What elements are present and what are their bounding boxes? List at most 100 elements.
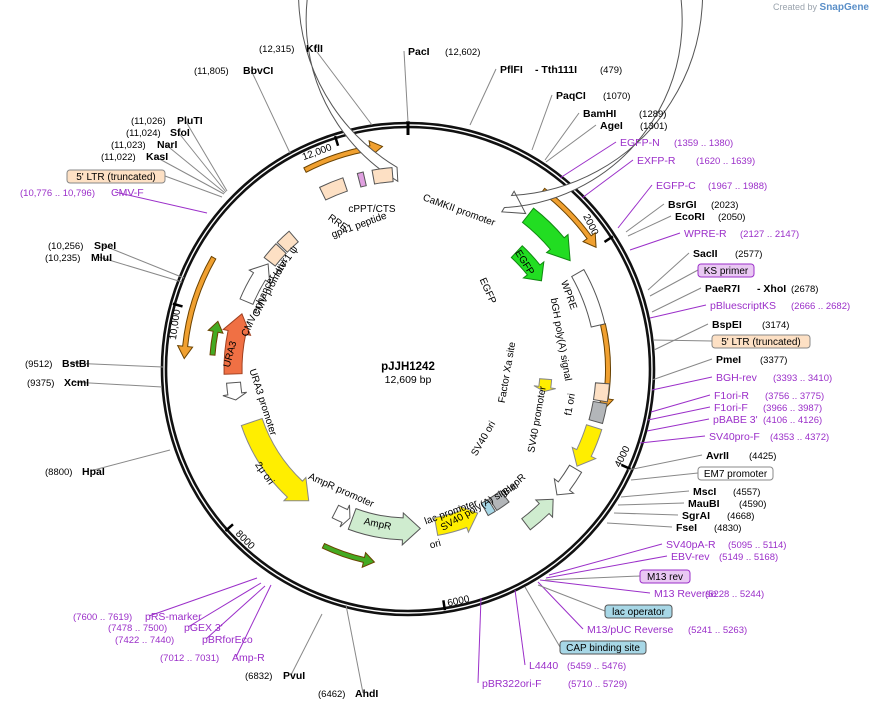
hiv-psi-box (263, 243, 287, 267)
enzyme-spei: SpeI (94, 240, 116, 252)
primer-pos-egfp-n: (1359 .. 1380) (674, 138, 733, 149)
feature-label-sv40-promoter-6: SV40 promoter (526, 385, 549, 454)
ura3-arrow (222, 313, 252, 375)
box-label-5-ltr-truncated-1: 5' LTR (truncated) (721, 337, 801, 348)
primer-egfp-n: EGFP-N (620, 137, 660, 149)
primer-pos-pbabe-3: (4106 .. 4126) (763, 415, 822, 426)
feature-label-camkii-promoter-0: CaMKII promoter (421, 192, 497, 229)
primer-pbrforeco: pBRforEco (202, 634, 253, 646)
primer-pgex-3: pGEX 3' (184, 622, 223, 634)
primer-bgh-rev: BGH-rev (716, 372, 758, 384)
enzyme-pos-spei: (10,256) (48, 241, 83, 252)
box-leader-ks-primer-0 (649, 269, 699, 297)
credit-prefix: Created by (772, 2, 818, 12)
primer-cmv-f: CMV-F (111, 187, 144, 199)
enzyme-pos-mlui: (10,235) (45, 253, 80, 264)
box-label-m13-rev-3: M13 rev (647, 572, 683, 583)
primer-pos-m13-reverse: (5228 .. 5244) (705, 589, 764, 600)
egfp-arrow-outer (521, 207, 571, 262)
primer-f1ori-r: F1ori-R (714, 390, 749, 402)
primer-sv40pro-f: SV40pro-F (709, 431, 760, 443)
orf-arc-5 (321, 542, 376, 569)
enzyme-pluti: PluTI (177, 115, 203, 127)
primer-f1ori-f: F1ori-F (714, 402, 748, 414)
sv40-promoter-arrow (553, 464, 583, 496)
box-lac-operator-4 (604, 604, 673, 619)
box-leader-5-ltr-truncated-6 (164, 175, 223, 198)
enzyme-xhoi: - XhoI (757, 283, 786, 295)
primer-pbabe-3: pBABE 3' (713, 414, 758, 426)
leader-bstbi (69, 362, 164, 368)
cmv-enhancer-arrow (239, 263, 271, 305)
sv40-polya-box (488, 490, 510, 512)
enzyme-paqci: PaqCI (556, 90, 586, 102)
enzyme-pos-fsei: (4830) (714, 523, 741, 534)
enzyme-pos-pflfi: (479) (600, 65, 622, 76)
leader-bspei (653, 323, 709, 351)
enzyme-kasi: KasI (146, 151, 168, 163)
bleor-arrow (521, 498, 554, 531)
enzyme-pos-bstbi: (9512) (25, 359, 52, 370)
cppt-box (356, 171, 367, 188)
leader-agei (545, 124, 597, 163)
primer-m13-puc-reverse: M13/pUC Reverse (587, 624, 674, 636)
primer-pos-pbrforeco: (7422 .. 7440) (115, 635, 174, 646)
feature-label-f1-ori-5: f1 ori (563, 393, 578, 417)
primer-pbluescriptks: pBluescriptKS (710, 300, 776, 312)
two-micron-ori-arrow (240, 417, 310, 502)
primer-ebv-rev: EBV-rev (671, 551, 710, 563)
primer-wpre-r: WPRE-R (684, 228, 727, 240)
leader-paqci (531, 94, 553, 151)
primer-leader-wpre-r (629, 232, 681, 251)
primer-leader-pbluescriptks (649, 304, 707, 319)
box-leader-5-ltr-truncated-1 (652, 339, 713, 342)
primer-pos-cmv-f: (10,776 .. 10,796) (20, 188, 95, 199)
leader-ahdi (345, 604, 364, 694)
box-5-ltr-truncated-6 (66, 169, 166, 184)
primer-leader-pgex-3 (187, 582, 262, 628)
box-label-lac-operator-4: lac operator (612, 607, 665, 618)
leader-hpai (89, 449, 171, 472)
enzyme-pos-nari: (11,023) (111, 140, 146, 151)
primer-sv40pa-r: SV40pA-R (666, 539, 716, 551)
primer-pos-ebv-rev: (5149 .. 5168) (719, 552, 778, 563)
leader-fsei (606, 522, 673, 528)
tick-12000 (333, 135, 340, 147)
leader-avrii (627, 454, 703, 471)
tick-label-10000: 10,000 (168, 308, 183, 340)
lac-op-box (480, 498, 497, 517)
primer-leader-bgh-rev (651, 376, 713, 391)
enzyme-tth111i: - Tth111I (535, 64, 577, 76)
enzyme-pos-sfoi: (11,024) (126, 128, 161, 139)
tick-6000 (442, 600, 447, 611)
leader-sacii (647, 252, 690, 291)
box-ks-primer-0 (697, 263, 755, 278)
enzyme-pos-hpai: (8800) (45, 467, 72, 478)
primer-amp-r: Amp-R (232, 652, 265, 664)
enzyme-pos-ecori: (2050) (718, 212, 745, 223)
orf-arc-4 (176, 255, 217, 360)
enzyme-pos-maubi: (4590) (739, 499, 766, 510)
enzyme-pflfi: PflFI (500, 64, 523, 76)
enzyme-bstbi: BstBI (62, 358, 90, 370)
enzyme-msci: MscI (693, 486, 716, 498)
primer-leader-sv40pro-f (639, 435, 706, 444)
orf-arc-6 (207, 320, 224, 356)
enzyme-agei: AgeI (600, 120, 623, 132)
primer-pos-f1ori-r: (3756 .. 3775) (765, 391, 824, 402)
leader-msci (620, 490, 690, 498)
enzyme-sfoi: SfoI (170, 127, 190, 139)
leader-kasi (153, 155, 225, 195)
orf-arc-2 (540, 187, 597, 249)
hiv-psi-box-2 (276, 230, 299, 253)
enzyme-pos-bsrgi: (2023) (711, 200, 738, 211)
enzyme-bbvci: BbvCI (243, 65, 273, 77)
enzyme-nari: NarI (157, 139, 178, 151)
ori-arrow (433, 505, 479, 536)
gp41-box (371, 167, 394, 185)
enzyme-pos-agei: (1301) (640, 121, 667, 132)
box-label-5-ltr-truncated-6: 5' LTR (truncated) (76, 172, 156, 183)
enzyme-pos-avrii: (4425) (749, 451, 776, 462)
primer-leader-m13-reverse (539, 579, 651, 594)
